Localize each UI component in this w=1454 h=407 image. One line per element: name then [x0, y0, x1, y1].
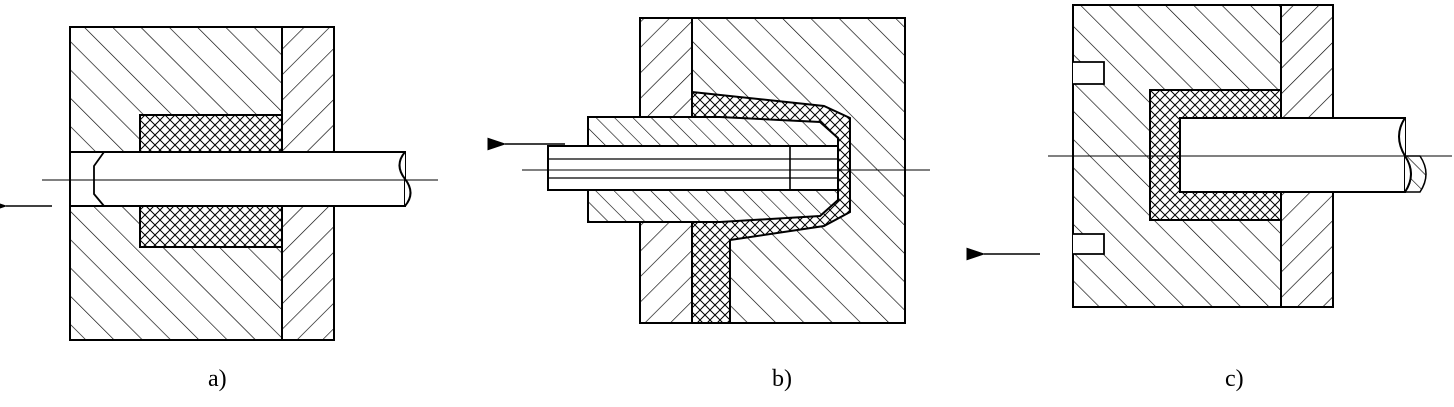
caption-b: b): [772, 366, 792, 392]
panel-c-rod-end: [1403, 155, 1427, 193]
panel-b: [487, 17, 930, 324]
panel-c: [966, 4, 1452, 308]
caption-c: c): [1225, 366, 1244, 392]
panel-c-core-rod: [1179, 117, 1406, 193]
caption-a: a): [208, 366, 227, 392]
panel-c-step-top: [1073, 61, 1105, 85]
panel-c-step-bottom: [1073, 233, 1105, 255]
panel-b-ejector-pin: [547, 145, 839, 191]
panel-a-core-rod: [69, 151, 406, 207]
panel-a: [0, 26, 438, 341]
